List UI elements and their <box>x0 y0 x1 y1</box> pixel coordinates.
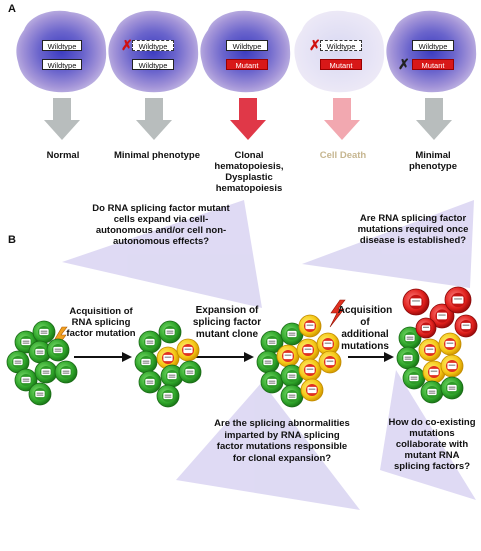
question-wedge-2 <box>302 200 474 288</box>
mutant-label: Mutant <box>226 59 268 70</box>
cell-clusters <box>6 286 478 408</box>
wildtype-cell <box>280 364 304 388</box>
splicing-mutant-cell <box>438 332 462 356</box>
wildtype-cell <box>398 326 422 350</box>
outcome-cell-death: Cell Death <box>319 150 367 161</box>
outcome-clonal-hematopoiesis: Clonal hematopoiesis, Dysplastic hematop… <box>214 150 284 194</box>
step-additional-mutations: Acquisition of additional mutations <box>337 305 393 352</box>
question-wedge-3 <box>176 382 360 510</box>
wildtype-cell <box>402 366 426 390</box>
wildtype-label: Wildtype <box>42 40 82 51</box>
splicing-mutant-cell <box>176 338 200 362</box>
wildtype-cell <box>28 382 52 406</box>
wildtype-cell <box>14 368 38 392</box>
wildtype-cell <box>138 370 162 394</box>
splicing-mutant-cell <box>296 338 320 362</box>
splicing-mutant-cell <box>276 344 300 368</box>
outcome-arrows <box>44 98 452 140</box>
wildtype-cell <box>440 376 464 400</box>
wildtype-label: Wildtype <box>132 59 174 70</box>
question-clonal-expansion: Are the splicing abnormalities imparted … <box>214 418 350 464</box>
wildtype-cell <box>138 330 162 354</box>
additional-mutant-cell <box>415 317 437 339</box>
wildtype-cell <box>46 338 70 362</box>
cell-minimal-2 <box>386 10 477 93</box>
deleted-wildtype-label: Wildtype <box>320 40 362 51</box>
outcome-arrow <box>416 98 452 140</box>
cell-minimal-1 <box>108 10 199 93</box>
wildtype-cell <box>178 360 202 384</box>
splicing-mutant-cell <box>440 354 464 378</box>
additional-mutant-cell <box>444 286 472 314</box>
cell-clonal <box>200 10 291 93</box>
panel-label-b: B <box>8 234 16 246</box>
wildtype-cell <box>32 320 56 344</box>
wildtype-cell <box>256 350 280 374</box>
wildtype-cell <box>156 384 180 408</box>
outcome-minimal-phenotype-2: Minimal phenotype <box>408 150 458 172</box>
splicing-mutant-cell <box>298 314 322 338</box>
wildtype-cell <box>260 370 284 394</box>
wildtype-cell <box>420 380 444 404</box>
splicing-mutant-cell <box>298 358 322 382</box>
additional-mutant-cell <box>454 314 478 338</box>
cell-normal <box>16 10 107 93</box>
splicing-mutant-cell <box>418 338 442 362</box>
deletion-x-icon: ✗ <box>121 37 133 53</box>
wildtype-cell <box>396 346 420 370</box>
outcome-arrow <box>230 98 266 140</box>
question-wedge-1 <box>62 200 262 308</box>
mutant-label: Mutant <box>320 59 362 70</box>
wildtype-label: Wildtype <box>412 40 454 51</box>
deletion-x-icon: ✗ <box>309 37 321 53</box>
question-required-once-established: Are RNA splicing factor mutations requir… <box>357 213 469 246</box>
outcome-arrow <box>44 98 80 140</box>
question-cell-autonomous: Do RNA splicing factor mutant cells expa… <box>92 203 230 247</box>
splicing-mutant-cell <box>156 346 180 370</box>
wildtype-cell <box>54 360 78 384</box>
question-co-existing-mutations: How do co-existing mutations collaborate… <box>388 417 476 472</box>
deletion-x-icon: ✗ <box>398 56 410 72</box>
step-arrows <box>74 352 394 362</box>
outcome-arrow <box>136 98 172 140</box>
splicing-mutant-cell <box>300 378 324 402</box>
outcome-arrow <box>324 98 360 140</box>
question-wedges <box>62 200 476 510</box>
step-expansion: Expansion of splicing factor mutant clon… <box>192 305 262 340</box>
wildtype-cell <box>280 384 304 408</box>
panel-label-a: A <box>8 3 16 15</box>
wildtype-cell <box>280 322 304 346</box>
splicing-mutant-cell <box>318 350 342 374</box>
wildtype-label: Wildtype <box>42 59 82 70</box>
wildtype-cell <box>134 350 158 374</box>
wildtype-cell <box>6 350 30 374</box>
wildtype-cell <box>158 320 182 344</box>
mutant-label: Mutant <box>412 59 454 70</box>
wildtype-cell <box>28 340 52 364</box>
question-wedge-4 <box>380 370 476 500</box>
cell-death <box>294 10 385 93</box>
outcome-normal: Normal <box>46 150 80 161</box>
step-acquisition: Acquisition of RNA splicing factor mutat… <box>66 306 136 339</box>
wildtype-label: Wildtype <box>226 40 268 51</box>
wildtype-cell <box>260 330 284 354</box>
wildtype-cell <box>34 360 58 384</box>
wildtype-cell <box>160 364 184 388</box>
additional-mutant-cell <box>429 303 455 329</box>
lightning-icon <box>329 299 346 328</box>
deleted-wildtype-label: Wildtype <box>132 40 174 51</box>
additional-mutant-cell <box>402 288 430 316</box>
outcome-minimal-phenotype-1: Minimal phenotype <box>113 150 201 161</box>
